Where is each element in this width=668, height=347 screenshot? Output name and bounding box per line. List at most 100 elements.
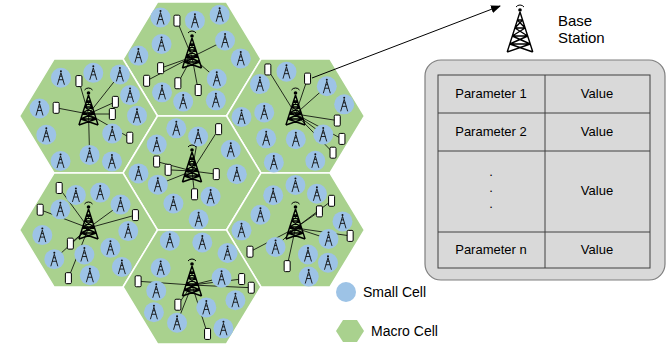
small-cell: [207, 69, 227, 89]
small-cell-tower: [203, 302, 210, 314]
mobile-phone: [144, 75, 150, 86]
small-cell-tower: [107, 243, 114, 255]
table-cell: Value: [549, 184, 645, 199]
antenna-dot: [53, 252, 55, 254]
small-cell-tower: [150, 307, 157, 319]
mobile-phone: [175, 78, 181, 89]
antenna-dot: [39, 101, 41, 103]
small-cell-tower: [220, 323, 227, 335]
small-cell: [218, 243, 238, 263]
small-cell: [150, 8, 170, 28]
small-cell: [318, 253, 338, 273]
mobile-phone: [213, 169, 219, 180]
antenna-dot: [263, 105, 265, 107]
small-cell: [144, 302, 164, 322]
small-cell-tower: [159, 87, 166, 99]
small-cell-tower: [51, 254, 58, 266]
antenna-dot: [222, 321, 224, 323]
small-cell: [66, 185, 86, 205]
antenna-dot: [161, 36, 163, 38]
small-cell-tower: [86, 150, 93, 162]
small-cell: [276, 62, 296, 82]
antenna-dot: [138, 166, 140, 168]
small-cell: [206, 90, 226, 110]
small-cell: [298, 244, 318, 264]
base-station-tower: [507, 12, 533, 52]
macro-tower: [182, 38, 201, 68]
small-cell-tower: [173, 123, 180, 135]
small-cell: [333, 211, 353, 231]
ellipsis-dot: .: [481, 165, 501, 180]
small-cell-tower: [57, 204, 64, 216]
antenna-dot: [121, 260, 123, 262]
mobile-phone: [330, 147, 336, 158]
antenna-dot: [156, 137, 158, 139]
mobile-phone: [216, 124, 222, 135]
signal-arc: [85, 88, 93, 90]
antenna-dot: [41, 228, 43, 230]
mobile-phone: [109, 109, 115, 120]
small-cell: [264, 152, 284, 172]
small-cell: [254, 102, 274, 122]
small-cell-tower: [213, 74, 220, 86]
small-cell-tower: [57, 156, 64, 168]
small-cell: [102, 151, 122, 171]
antenna-dot: [322, 127, 324, 129]
signal-arc: [85, 202, 93, 204]
antenna-dot: [197, 129, 199, 131]
small-cell-tower: [283, 67, 290, 79]
small-cell-tower: [323, 81, 330, 93]
small-cell: [313, 124, 333, 144]
antenna-dot: [194, 13, 196, 15]
small-cell: [51, 151, 71, 171]
small-cell-tower: [153, 140, 160, 152]
ellipsis-dot: .: [481, 181, 501, 196]
mobile-phone: [76, 76, 82, 87]
small-cell: [227, 164, 247, 184]
base-station-icon: [507, 5, 533, 52]
small-cell: [44, 249, 64, 269]
small-cell-tower: [86, 270, 93, 282]
antenna-dot: [89, 268, 91, 270]
small-cell-tower: [292, 134, 299, 146]
mobile-phone: [248, 282, 254, 293]
mobile-phone: [347, 230, 353, 241]
antenna-dot: [343, 97, 345, 99]
antenna-dot: [159, 10, 161, 12]
antenna-dot: [182, 94, 184, 96]
antenna-dot: [259, 77, 261, 79]
small-cell-tower: [257, 210, 264, 222]
ellipsis-dot: .: [481, 197, 501, 212]
small-cell-tower: [153, 286, 160, 298]
small-cell-tower: [313, 189, 320, 201]
small-cell-tower: [174, 318, 181, 330]
antenna-dot: [137, 48, 139, 50]
small-cell: [299, 267, 319, 287]
small-cell-tower: [166, 236, 173, 248]
small-cell-tower: [43, 130, 50, 142]
small-cell: [80, 145, 100, 165]
small-cell-tower: [232, 295, 239, 307]
mobile-phone: [329, 195, 335, 206]
antenna-dot: [92, 65, 94, 67]
small-cell-tower: [195, 132, 202, 144]
small-cell: [80, 265, 100, 285]
small-cell: [201, 187, 221, 207]
small-cell-tower: [207, 192, 214, 204]
macro-tower: [79, 209, 98, 239]
antenna-dot: [518, 8, 522, 12]
mobile-phone: [165, 164, 171, 175]
small-cell-tower: [117, 200, 124, 212]
antenna-dot: [294, 91, 298, 95]
small-cell-tower: [233, 169, 240, 181]
antenna-dot: [342, 214, 344, 216]
small-cell-tower: [90, 68, 97, 80]
mobile-phone: [195, 85, 201, 96]
small-cell: [250, 74, 270, 94]
small-cell: [319, 229, 339, 249]
antenna-dot: [99, 185, 101, 187]
small-cell: [120, 85, 140, 105]
small-cell-tower: [116, 69, 123, 81]
antenna-dot: [198, 212, 200, 214]
small-cell-tower: [292, 180, 299, 192]
